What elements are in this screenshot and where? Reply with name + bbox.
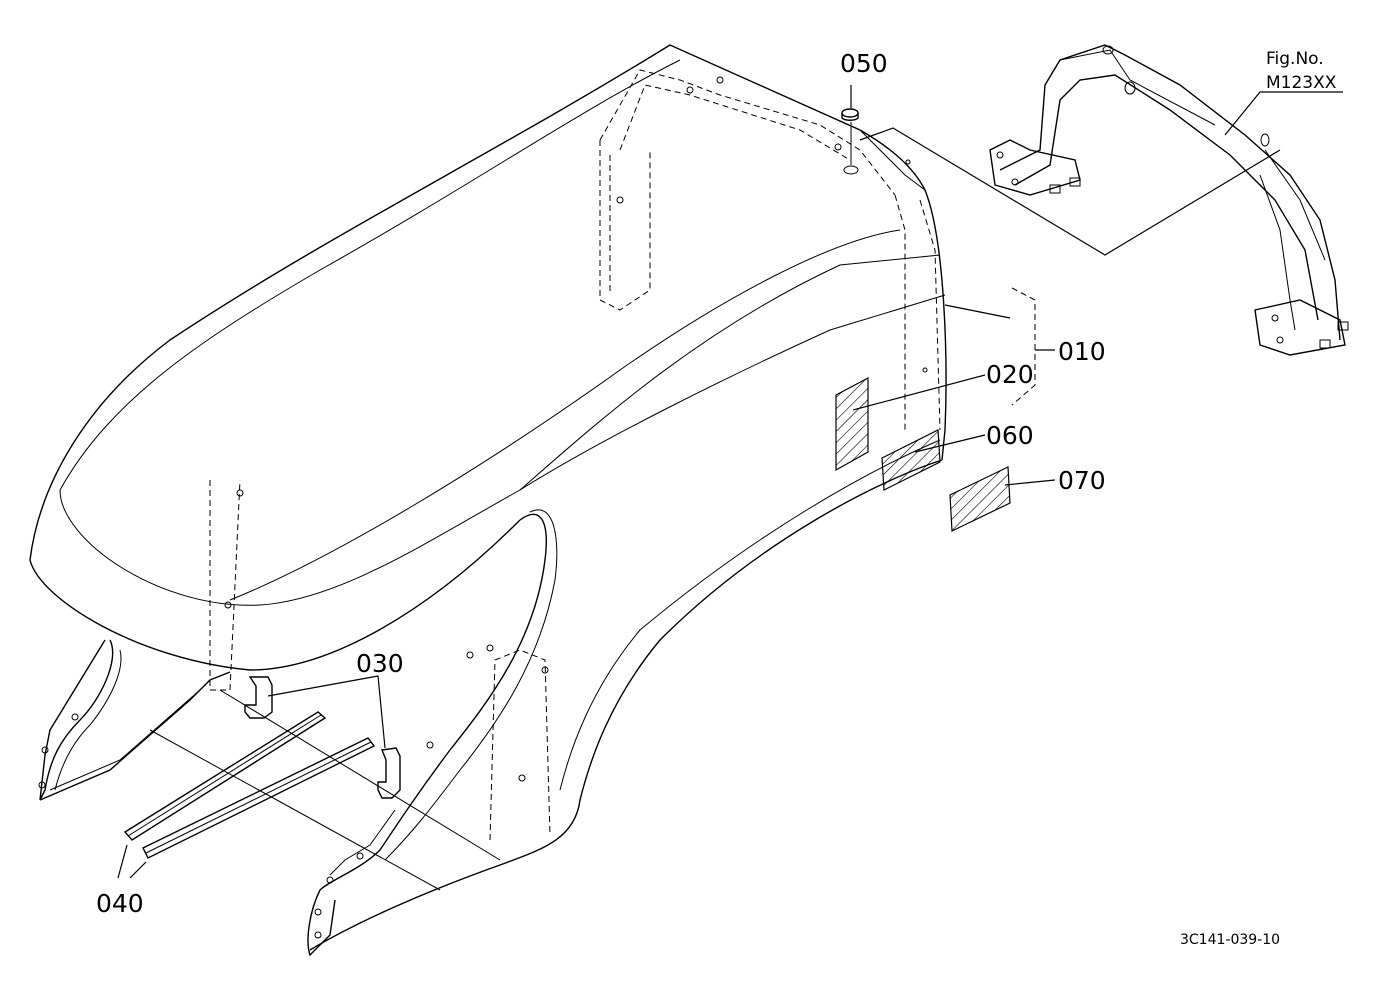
decal-070 xyxy=(949,466,1011,532)
label-050: 050 xyxy=(840,49,888,78)
rops-frame xyxy=(989,44,1349,356)
rubber-pad-030-right xyxy=(377,747,401,799)
cap-050 xyxy=(841,108,859,175)
label-010: 010 xyxy=(1058,337,1106,366)
decal-060 xyxy=(881,429,941,491)
fig-ref-line1: Fig.No. xyxy=(1266,49,1324,69)
label-060: 060 xyxy=(986,421,1034,450)
strip-040-lower xyxy=(142,737,376,859)
leader-lines xyxy=(117,85,1343,891)
label-030: 030 xyxy=(356,649,404,678)
decal-020 xyxy=(835,377,869,472)
drawing-code: 3C141-039-10 xyxy=(1180,932,1280,948)
fender-cover xyxy=(29,44,947,957)
label-070: 070 xyxy=(1058,466,1106,495)
label-020: 020 xyxy=(986,360,1034,389)
strip-040-upper xyxy=(123,711,327,841)
label-040: 040 xyxy=(96,889,144,918)
rubber-pad-030-left xyxy=(244,676,273,719)
fig-ref-line2: M123XX xyxy=(1266,73,1337,93)
